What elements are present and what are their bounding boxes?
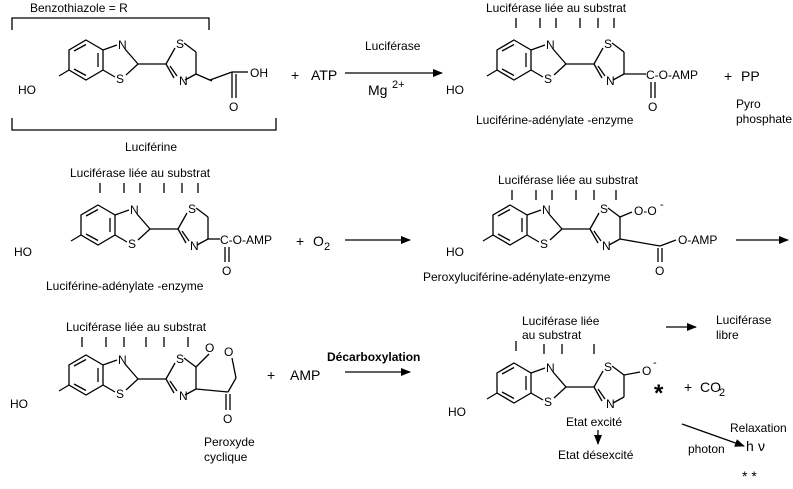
atom-s: S bbox=[604, 360, 612, 374]
photon-emission: Relaxation photon h ν * * bbox=[681, 421, 787, 484]
atom-n: N bbox=[179, 74, 188, 88]
plus-sign: + bbox=[724, 68, 732, 84]
atom-n: N bbox=[602, 239, 611, 253]
oxy-charge: - bbox=[653, 357, 657, 369]
atom-s: S bbox=[540, 237, 548, 251]
atom-n: N bbox=[118, 38, 127, 52]
atom-s: S bbox=[116, 387, 124, 401]
phosphate-label: phosphate bbox=[736, 112, 792, 126]
plus-sign: + bbox=[291, 67, 299, 83]
nu-label: ν bbox=[758, 438, 765, 454]
o2-label: O bbox=[313, 233, 324, 249]
pp-label: PP bbox=[741, 68, 760, 84]
luciferine-adenylate-enzyme-row2: Luciférase liée au substrat N S S N HO C… bbox=[14, 166, 272, 293]
atom-s: S bbox=[116, 72, 124, 86]
atom-o: O bbox=[229, 100, 238, 114]
atom-o: O bbox=[223, 412, 232, 426]
enzyme-bound-label: Luciférase liée au substrat bbox=[70, 166, 211, 180]
mg-charge: 2+ bbox=[392, 79, 405, 91]
atom-ho: HO bbox=[14, 245, 32, 259]
small-stars: * * bbox=[742, 468, 757, 484]
atom-s: S bbox=[176, 37, 184, 51]
atom-ho: HO bbox=[448, 405, 466, 419]
amp-label: AMP bbox=[290, 367, 320, 383]
luciferase-libre-label-1: Luciférase bbox=[716, 313, 772, 327]
luciferase-libre: Luciférase libre bbox=[666, 313, 772, 342]
atom-ho: HO bbox=[446, 83, 464, 97]
peroxy-charge: - bbox=[660, 199, 664, 211]
plus-sign: + bbox=[296, 233, 304, 249]
o-amp-group: O-AMP bbox=[678, 233, 717, 247]
decarboxylation-arrow: Décarboxylation bbox=[327, 350, 420, 376]
luciferine-label: Luciférine bbox=[125, 140, 177, 154]
atom-s: S bbox=[604, 37, 612, 51]
atom-n: N bbox=[118, 353, 127, 367]
luciferase-label: Luciférase bbox=[365, 39, 421, 53]
plus-sign: + bbox=[684, 379, 692, 395]
oxyluciferine-excited: Luciférase liée au substrat N S S N HO O… bbox=[448, 314, 664, 462]
decarboxylation-label: Décarboxylation bbox=[327, 350, 420, 364]
atom-s: S bbox=[128, 237, 136, 251]
atom-s: S bbox=[176, 352, 184, 366]
benzothiazole-label: Benzothiazole = R bbox=[30, 1, 128, 15]
hv-label: h bbox=[746, 438, 754, 454]
co2-label: CO bbox=[700, 379, 721, 395]
atom-n: N bbox=[606, 397, 615, 411]
cyclique-label: cyclique bbox=[204, 450, 248, 464]
reaction-arrow-1: Luciférase Mg 2+ bbox=[345, 39, 443, 98]
atom-n: N bbox=[542, 203, 551, 217]
pyro-label: Pyro bbox=[736, 97, 761, 111]
peroxyluciferine-adenylate-enzyme: Luciférase liée au substrat N S S N HO O… bbox=[423, 173, 717, 284]
adenylate-enzyme-label: Luciférine-adénylate -enzyme bbox=[476, 113, 634, 127]
etat-desexcite-label: Etat désexcité bbox=[558, 448, 634, 462]
luciferine-adenylate-enzyme: Luciférase liée au substrat N S S N HO C… bbox=[446, 1, 698, 127]
co2-subscript: 2 bbox=[719, 387, 725, 399]
atom-s: S bbox=[544, 395, 552, 409]
peroxyde-cyclique: Luciférase liée au substrat N S S N HO O… bbox=[10, 320, 255, 464]
enzyme-bound-label: Luciférase liée au substrat bbox=[498, 173, 639, 187]
relaxation-label: Relaxation bbox=[730, 421, 787, 435]
atom-s: S bbox=[188, 202, 196, 216]
co-amp-group: C-O-AMP bbox=[646, 68, 698, 82]
atom-ho: HO bbox=[10, 397, 28, 411]
atom-ho: HO bbox=[18, 83, 36, 97]
plus-sign: + bbox=[267, 367, 275, 383]
peroxy-enzyme-label: Peroxyluciférine-adénylate-enzyme bbox=[423, 270, 611, 284]
etat-excite-label: Etat excité bbox=[566, 415, 622, 429]
luciferase-liee-label: Luciférase liée bbox=[522, 314, 600, 328]
enzyme-bound-label: Luciférase liée au substrat bbox=[486, 1, 627, 15]
excited-star: * bbox=[654, 380, 664, 407]
luciferine-structure: Benzothiazole = R N S S N HO OH O Lucifé… bbox=[11, 1, 277, 154]
atom-ho: HO bbox=[446, 245, 464, 259]
atom-n: N bbox=[606, 74, 615, 88]
co-amp-group: C-O-AMP bbox=[220, 233, 272, 247]
o2-subscript: 2 bbox=[324, 241, 330, 253]
atom-n: N bbox=[546, 38, 555, 52]
luciferase-libre-label-2: libre bbox=[716, 328, 739, 342]
peroxyde-label: Peroxyde bbox=[204, 435, 255, 449]
atom-oh: OH bbox=[250, 66, 268, 80]
atom-n: N bbox=[130, 203, 139, 217]
atom-n: N bbox=[179, 389, 188, 403]
atp-label: ATP bbox=[311, 67, 337, 83]
atom-o: O bbox=[655, 264, 664, 278]
atom-n: N bbox=[546, 361, 555, 375]
photon-label: photon bbox=[688, 442, 725, 456]
atom-s: S bbox=[600, 202, 608, 216]
atom-n: N bbox=[190, 239, 199, 253]
enzyme-bound-label: Luciférase liée au substrat bbox=[66, 320, 207, 334]
atom-o: O bbox=[205, 341, 214, 355]
atom-o-minus: O bbox=[642, 364, 651, 378]
atom-o: O bbox=[222, 264, 231, 278]
au-substrat-label: au substrat bbox=[522, 328, 582, 342]
peroxy-group: O-O bbox=[634, 204, 657, 218]
mg-label: Mg bbox=[368, 82, 387, 98]
atom-o: O bbox=[224, 345, 233, 359]
atom-s: S bbox=[544, 72, 552, 86]
atom-o: O bbox=[648, 100, 657, 114]
adenylate-enzyme-label: Luciférine-adénylate -enzyme bbox=[46, 279, 204, 293]
